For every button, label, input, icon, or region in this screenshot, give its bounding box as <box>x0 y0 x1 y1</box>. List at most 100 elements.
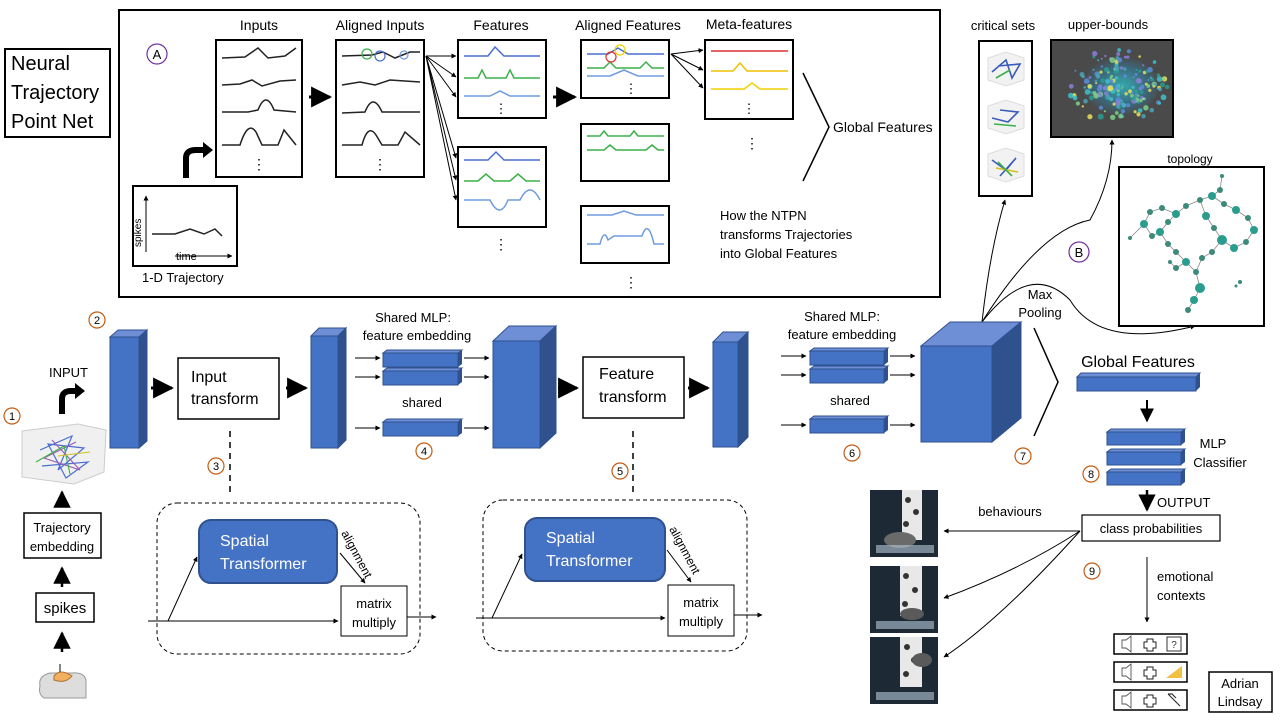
meta-features-box: ⋮ <box>704 39 794 120</box>
emotional-contexts-line-1: emotional <box>1157 569 1213 584</box>
upper-bound-point <box>1131 96 1136 101</box>
step-4: 4 <box>415 442 433 460</box>
plus-icon <box>1143 666 1157 680</box>
spatial-2-alignment: alignment <box>666 524 703 577</box>
aligned-inputs-box: ⋮ <box>335 39 425 178</box>
upper-bound-point <box>1140 84 1145 90</box>
upper-bound-point <box>1105 78 1110 84</box>
speaker-icon <box>1121 663 1132 681</box>
topology-node <box>1230 244 1238 252</box>
upper-bounds-scatter <box>1068 48 1170 121</box>
topology-node <box>1165 219 1171 225</box>
upper-bound-point <box>1113 68 1116 71</box>
upper-bound-point <box>1120 109 1126 114</box>
svg-text:Input: Input <box>191 369 227 386</box>
topology-node <box>1183 203 1189 209</box>
mlp-2-arrows <box>781 353 916 428</box>
header-aligned-features: Aligned Features <box>575 17 681 33</box>
question-icon <box>1166 636 1182 652</box>
aligned-input-slab <box>309 326 348 450</box>
svg-text:2: 2 <box>94 315 100 327</box>
header-features: Features <box>473 17 528 33</box>
behaviour-image-1 <box>870 490 938 557</box>
critical-set-thumb-3 <box>987 147 1025 183</box>
step-8: 8 <box>1082 465 1100 483</box>
upper-bound-point <box>1152 85 1156 88</box>
upper-bound-point <box>1115 100 1121 106</box>
topology-node <box>1199 255 1205 261</box>
title-box: Neural Trajectory Point Net <box>4 48 111 138</box>
topology-node <box>1245 215 1251 221</box>
behaviours-label: behaviours <box>978 504 1042 519</box>
upper-bound-point <box>1109 76 1113 80</box>
aligned-features-box-3: ⋮ <box>580 205 670 290</box>
upper-bound-point <box>1095 82 1098 85</box>
speaker-icon <box>1121 635 1132 653</box>
upper-bound-point <box>1095 74 1101 79</box>
svg-text:transform: transform <box>599 389 667 406</box>
aligned-features-box-2 <box>580 123 670 182</box>
max-pooling-line-1: Max <box>1028 287 1053 302</box>
input-slab <box>108 328 149 450</box>
aligned-features-3-ellipsis: ⋮ <box>624 274 638 290</box>
topology-node <box>1182 258 1190 266</box>
upper-bound-point <box>1146 84 1151 88</box>
upper-bound-point <box>1116 93 1121 97</box>
aligned-features-1-ellipsis: ⋮ <box>625 81 638 96</box>
svg-text:Trajectory: Trajectory <box>33 520 91 535</box>
spikes-box: spikes <box>35 592 95 623</box>
upper-bound-point <box>1126 55 1130 59</box>
upper-bound-point <box>1105 94 1111 100</box>
spatial-2-matrix-1: matrix <box>683 595 719 610</box>
upper-bound-point <box>1161 77 1165 81</box>
upper-bounds-box <box>1050 39 1174 138</box>
plus-icon <box>1143 694 1157 708</box>
trajectory-caption: 1-D Trajectory <box>142 270 224 285</box>
topology-nodes <box>1128 174 1258 313</box>
upper-bound-point <box>1142 64 1145 67</box>
panel-a: A Inputs Aligned Inputs Features Aligned… <box>118 9 941 298</box>
step-1: 1 <box>3 407 21 425</box>
behaviour-image-3 <box>870 637 938 704</box>
upper-bound-point <box>1117 48 1121 52</box>
upper-bound-point <box>1134 89 1139 94</box>
upper-bound-point <box>1087 84 1092 89</box>
critical-set-thumb-2 <box>987 99 1025 135</box>
topology-node <box>1221 201 1227 207</box>
topology-node <box>1195 283 1205 293</box>
input-curved-arrow <box>59 388 77 414</box>
topology-node <box>1238 280 1242 284</box>
feature-block-2 <box>919 320 1023 444</box>
inputs-ellipsis: ⋮ <box>252 156 266 172</box>
panel-a-description-2: transforms Trajectories <box>720 227 853 242</box>
meta-features-ellipsis: ⋮ <box>743 101 756 116</box>
upper-bound-point <box>1141 114 1146 119</box>
shared-mlp-1-line-2: feature embedding <box>363 328 471 343</box>
upper-bound-point <box>1100 57 1103 60</box>
title-line-2: Trajectory <box>11 82 99 104</box>
behaviour-image-2 <box>870 566 938 633</box>
features-box-1: ⋮ <box>457 39 547 119</box>
upper-bound-point <box>1139 90 1144 94</box>
upper-bound-point <box>1143 105 1149 111</box>
upper-bound-point <box>1075 101 1080 106</box>
step-6: 6 <box>843 444 861 462</box>
topology-node <box>1217 187 1223 193</box>
upper-bound-point <box>1147 78 1150 82</box>
upper-bound-point <box>1132 75 1135 78</box>
critical-set-thumb-1 <box>987 51 1025 87</box>
upper-bound-point <box>1149 76 1153 79</box>
topology-node <box>1208 192 1216 200</box>
panel-a-description-3: into Global Features <box>720 246 838 261</box>
upper-bound-point <box>1073 93 1076 96</box>
marker-b: B <box>1075 245 1084 260</box>
feature-transform-box: Feature transform <box>582 356 685 419</box>
upper-bound-point <box>1116 89 1120 93</box>
spatial-2-title-1: Spatial <box>546 530 595 547</box>
context-icons-2 <box>1113 661 1188 683</box>
inputs-box: ⋮ <box>215 39 303 178</box>
spatial-1-title-1: Spatial <box>220 533 269 550</box>
topology-node <box>1156 228 1164 236</box>
upper-bound-point <box>1118 113 1123 119</box>
context-icons-3 <box>1113 689 1188 711</box>
